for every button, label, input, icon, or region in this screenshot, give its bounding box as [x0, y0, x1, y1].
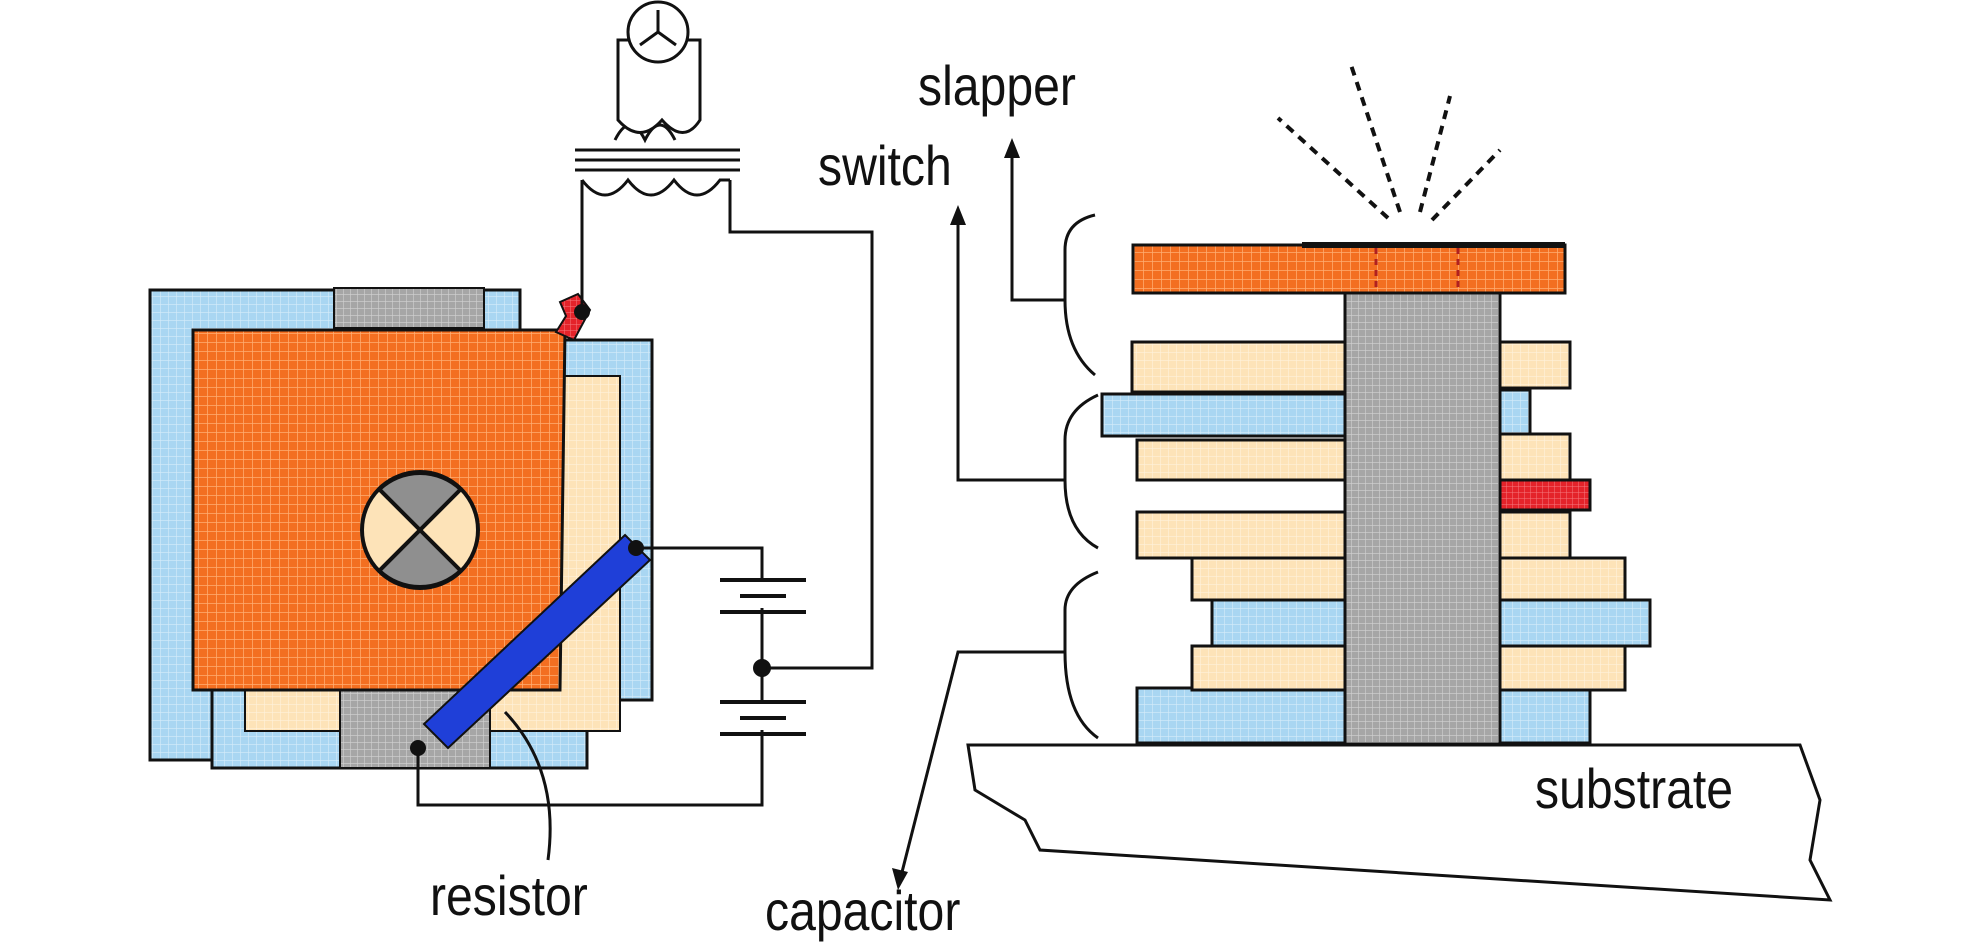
slapper-flyer — [1131, 243, 1567, 295]
transformer-icon — [575, 123, 740, 197]
battery-icon — [720, 578, 806, 736]
barrel-pillar — [1343, 290, 1502, 746]
contact-pad-top — [333, 287, 485, 329]
ejecta-rays-icon — [1276, 61, 1502, 222]
substrate-label: substrate — [1535, 759, 1733, 821]
switch-label: switch — [818, 136, 952, 198]
circuit-wiring — [416, 180, 874, 807]
label-braces — [898, 148, 1099, 881]
chip-top-view — [148, 287, 654, 770]
arrowheads — [892, 138, 1020, 890]
switch-element-red — [1498, 478, 1592, 512]
capacitor-stack — [1100, 340, 1652, 745]
chip-cross-section — [966, 61, 1833, 902]
slapper-label: slapper — [918, 56, 1076, 118]
resistor-leader-line — [503, 710, 552, 861]
barrel-hole-icon — [360, 470, 480, 590]
capacitor-label: capacitor — [765, 881, 960, 943]
resistor-label: resistor — [430, 866, 588, 928]
substrate-block — [966, 743, 1833, 902]
power-source-icon — [616, 0, 702, 134]
